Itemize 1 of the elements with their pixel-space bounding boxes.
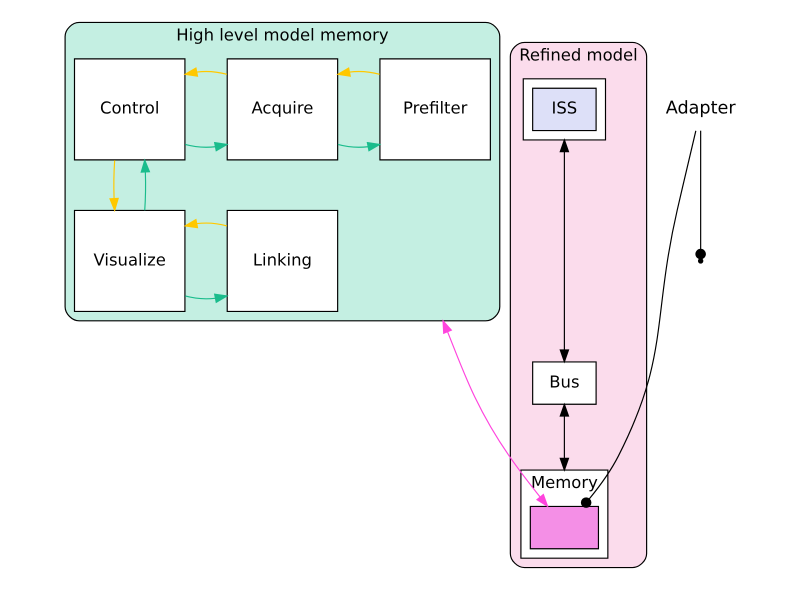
node-text: Adapter — [666, 98, 736, 118]
